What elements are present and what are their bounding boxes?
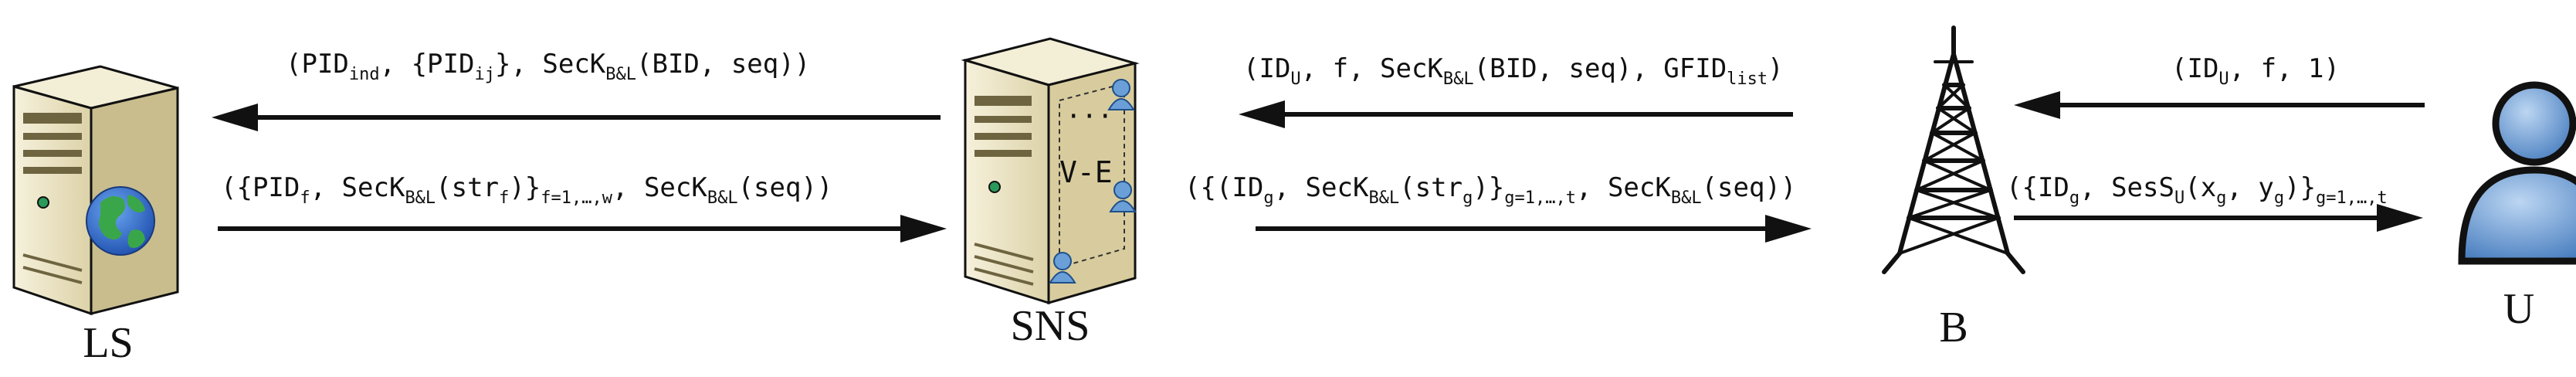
arrow-sns-to-b (1256, 215, 1812, 243)
arrow-sns-to-ls (212, 104, 941, 131)
arrow-ls-to-sns (218, 215, 947, 243)
server-globe-icon (12, 65, 179, 316)
message-text: (x (2185, 172, 2216, 203)
subscript: f=1,…,w (541, 188, 612, 208)
subscript: B&L (1671, 188, 1702, 208)
message-text: ({ID (2006, 172, 2069, 203)
message-text: )} (1473, 172, 1504, 203)
message-text: (ID (2171, 53, 2218, 84)
message-text: (str (436, 172, 499, 203)
message-text: (seq)) (1702, 172, 1797, 203)
subscript: B&L (707, 188, 738, 208)
user-small-icon-bottom-left (1049, 252, 1076, 284)
subscript: g (1463, 188, 1473, 208)
message-text: , SecK (1274, 172, 1369, 203)
message-text: , SecK (1576, 172, 1671, 203)
message-text: ({PID (221, 172, 300, 203)
message-text: (seq)) (738, 172, 833, 203)
message-text: , f, 1) (2229, 53, 2340, 84)
message-text: ) (1768, 53, 1783, 84)
message-text: (str (1399, 172, 1463, 203)
subscript: g (2069, 188, 2079, 208)
subscript: B&L (1368, 188, 1399, 208)
subscript: f (300, 188, 310, 208)
message-text: , y (2226, 172, 2273, 203)
ve-label: V-E (1059, 155, 1113, 189)
server-users-icon (961, 37, 1140, 305)
subscript: B&L (605, 65, 636, 84)
message-text: )} (509, 172, 541, 203)
subscript: list (1727, 70, 1768, 89)
subscript: g=1,…,t (1504, 188, 1576, 208)
arrow-b-to-sns (1239, 100, 1793, 128)
message-ls-to-sns: ({PIDf, SecKB&L(strf)}f=1,…,w, SecKB&L(s… (221, 172, 832, 208)
subscript: B&L (1443, 70, 1474, 89)
globe-icon (86, 186, 155, 256)
subscript: ij (474, 65, 495, 84)
subscript: f (499, 188, 509, 208)
message-text: , SecK (310, 172, 405, 203)
subscript: U (1290, 70, 1300, 89)
subscript: g (1263, 188, 1273, 208)
subscript: B&L (405, 188, 436, 208)
node-label-ls: LS (83, 319, 133, 367)
message-sns-to-ls: (PIDind, {PIDij}, SecKB&L(BID, seq)) (286, 49, 810, 84)
message-b-to-sns: (IDU, f, SecKB&L(BID, seq), GFIDlist) (1243, 53, 1784, 89)
message-sns-to-b: ({(IDg, SecKB&L(strg)}g=1,…,t, SecKB&L(s… (1185, 172, 1796, 208)
message-text: (BID, seq)) (636, 49, 810, 80)
message-text: (ID (1243, 53, 1290, 84)
user-small-icon-top (1107, 79, 1135, 110)
message-text: ({(ID (1185, 172, 1263, 203)
user-icon (2458, 81, 2576, 265)
antenna-tower-icon (1882, 25, 2025, 274)
node-label-u: U (2503, 285, 2534, 333)
subscript: g (2216, 188, 2226, 208)
message-text: , f, SecK (1301, 53, 1444, 84)
message-text: )} (2284, 172, 2316, 203)
message-text: (PID (286, 49, 349, 80)
message-b-to-u: ({IDg, SesSU(xg, yg)}g=1,…,t (2006, 172, 2388, 208)
message-u-to-b: (IDU, f, 1) (2171, 53, 2340, 89)
arrow-u-to-b (2014, 91, 2425, 119)
subscript: U (2218, 70, 2229, 89)
message-text: , SesS (2079, 172, 2174, 203)
message-text: , SecK (612, 172, 707, 203)
subscript: g (2274, 188, 2284, 208)
user-small-icon-right (1109, 181, 1137, 212)
node-label-sns: SNS (1011, 302, 1090, 350)
subscript: ind (349, 65, 380, 84)
message-text: (BID, seq), GFID (1474, 53, 1727, 84)
subscript: g=1,…,t (2316, 188, 2388, 208)
message-text: }, SecK (495, 49, 606, 80)
subscript: U (2174, 188, 2185, 208)
node-label-b: B (1939, 304, 1968, 352)
ve-dots: ··· (1066, 101, 1113, 132)
arrow-b-to-u (2014, 204, 2423, 232)
message-text: , {PID (380, 49, 475, 80)
